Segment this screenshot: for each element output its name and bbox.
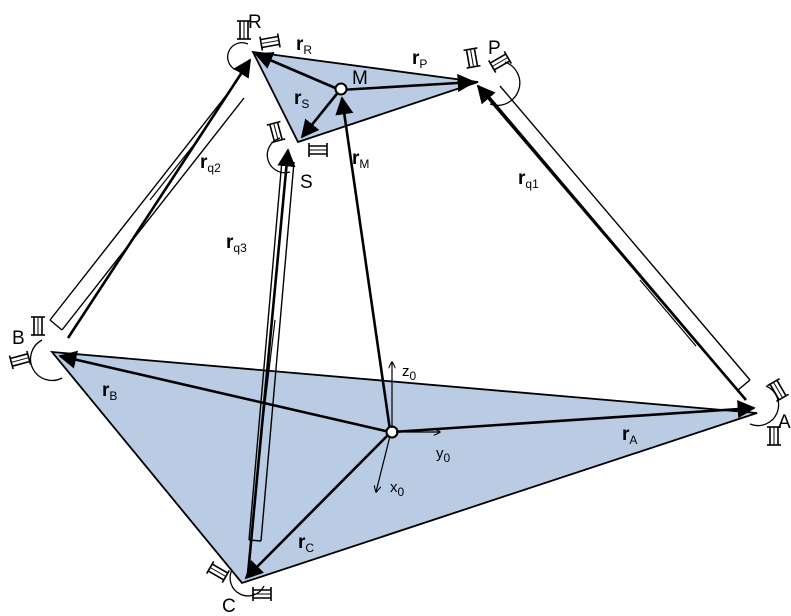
label-rS: rS (294, 88, 309, 111)
vector-rq3 (246, 148, 296, 575)
label-rP: rP (412, 48, 427, 71)
joint-arc-A (749, 385, 780, 427)
base-platform-triangle (49, 350, 758, 585)
joint-symbol-icon (462, 47, 482, 69)
label-B: B (12, 328, 25, 349)
label-rA: rA (622, 424, 637, 447)
vector-rS (300, 89, 342, 139)
pivot-circle-icon (385, 425, 399, 439)
label-rB: rB (102, 380, 117, 403)
joint-arc-B (29, 339, 63, 382)
joint-symbol-icon (8, 350, 32, 370)
vector-rM (335, 96, 392, 431)
vector-rq2 (66, 58, 252, 339)
vector-rA (391, 400, 756, 434)
vector-rq1 (476, 84, 747, 401)
vector-rP (339, 73, 476, 93)
label-R: R (248, 12, 262, 33)
label-M: M (352, 68, 368, 89)
vector-rR (254, 52, 341, 92)
moving-platform-triangle (251, 50, 479, 144)
vector-rB (58, 350, 391, 434)
label-A: A (778, 412, 791, 433)
label-rq3: rq3 (226, 232, 247, 255)
label-rR: rR (296, 34, 312, 57)
joint-symbol-icon (259, 32, 281, 52)
pivot-circle-icon (334, 82, 348, 96)
joint-arc-R (227, 42, 249, 71)
label-y0: y0 (436, 445, 451, 465)
label-rM: rM (352, 148, 369, 171)
label-C: C (222, 596, 236, 616)
leg-q2 (49, 87, 245, 331)
label-rq1: rq1 (518, 168, 539, 191)
label-S: S (300, 172, 313, 193)
joint-symbol-icon (766, 377, 790, 403)
joint-symbol-icon (308, 142, 328, 158)
label-P: P (488, 38, 501, 59)
joint-symbol-icon (30, 316, 46, 336)
joint-arc-C (229, 569, 265, 597)
leg-q1 (487, 85, 751, 391)
vector-rC (244, 432, 391, 580)
label-x0: x0 (390, 479, 405, 499)
label-rq2: rq2 (200, 152, 221, 175)
axis-x0 (376, 435, 391, 492)
label-rC: rC (298, 532, 314, 555)
joint-arc-P (489, 61, 521, 106)
label-z0: z0 (402, 363, 417, 383)
